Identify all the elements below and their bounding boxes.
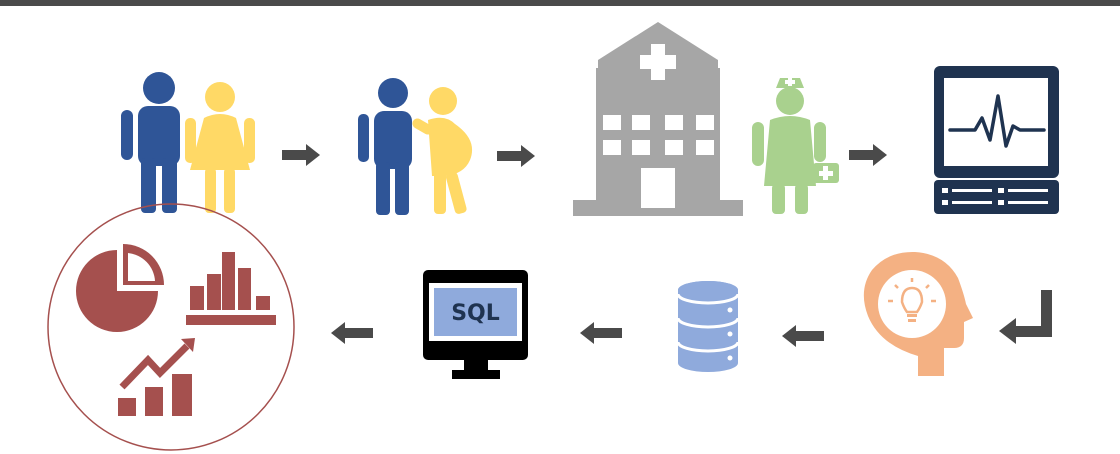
arrow-left-1 bbox=[782, 325, 824, 347]
database-icon bbox=[676, 281, 740, 372]
hospital-icon bbox=[573, 22, 743, 216]
bar-chart-icon bbox=[186, 252, 276, 325]
arrow-right-3 bbox=[849, 144, 887, 166]
nurse-icon bbox=[752, 78, 839, 214]
arrow-left-3 bbox=[331, 322, 373, 344]
top-bar bbox=[0, 0, 1120, 6]
couple-icon bbox=[121, 72, 255, 213]
analytics-circle-icon bbox=[47, 203, 295, 451]
growth-chart-icon bbox=[118, 338, 195, 416]
sql-label: SQL bbox=[451, 301, 500, 326]
arrow-right-1 bbox=[282, 144, 320, 166]
pregnant-couple-icon bbox=[358, 78, 473, 215]
pie-chart-icon bbox=[76, 244, 164, 332]
arrow-left-2 bbox=[580, 322, 622, 344]
sql-computer-icon: SQL bbox=[423, 270, 528, 379]
idea-head-icon bbox=[863, 251, 973, 376]
return-arrow-icon bbox=[999, 290, 1052, 344]
heart-monitor-icon bbox=[934, 66, 1059, 214]
arrow-right-2 bbox=[497, 145, 535, 167]
